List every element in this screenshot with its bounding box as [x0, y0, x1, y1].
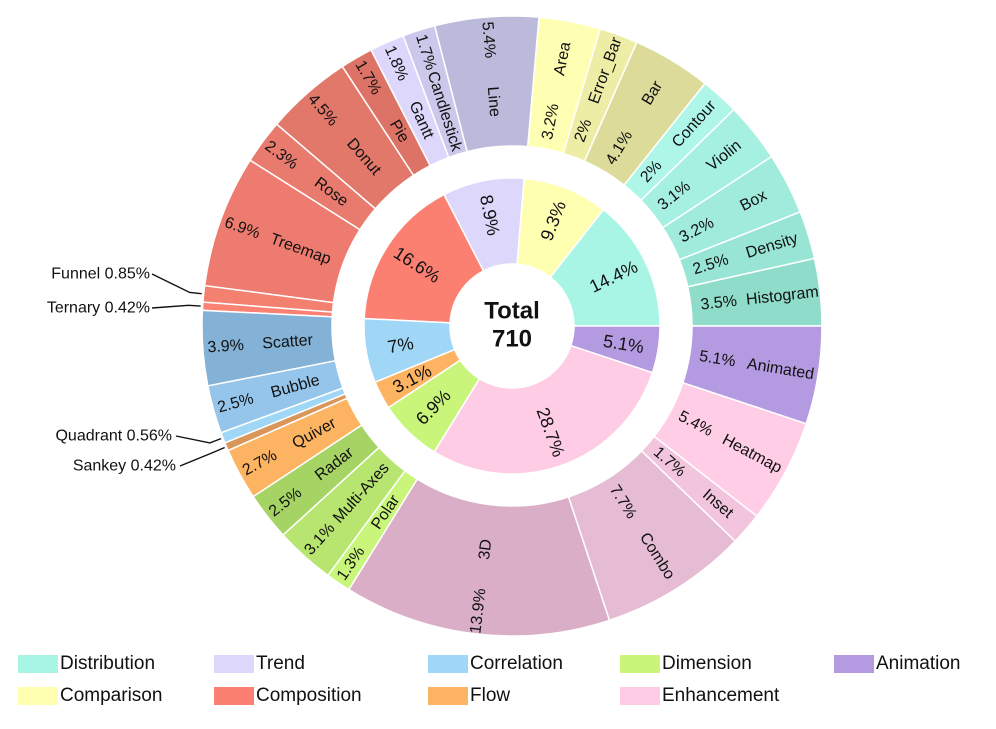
outer-value-histogram: 3.5%	[700, 293, 738, 314]
inner-wedge-distribution	[549, 208, 661, 327]
legend-item-flow: Flow	[428, 684, 510, 708]
legend-swatch	[620, 655, 660, 673]
legend-label: Dimension	[662, 653, 752, 674]
legend-label: Animation	[876, 653, 961, 674]
legend-label: Distribution	[60, 653, 156, 674]
legend-swatch	[214, 655, 254, 673]
external-label-ternary: Ternary 0.42%	[47, 300, 150, 317]
outer-value-3d: 13.9%	[467, 588, 489, 635]
legend-item-animation: Animation	[834, 652, 961, 676]
outer-value-area: 3.2%	[539, 102, 563, 141]
legend-swatch	[620, 687, 660, 705]
leader-line-quadrant	[175, 435, 222, 444]
legend-item-dimension: Dimension	[620, 652, 752, 676]
external-label-funnel: Funnel 0.85%	[51, 266, 150, 283]
inner-wedge-composition	[363, 193, 485, 324]
legend-label: Correlation	[470, 653, 563, 674]
legend-swatch	[428, 655, 468, 673]
legend-item-trend: Trend	[214, 652, 305, 676]
center-total-value: 710	[492, 326, 532, 353]
outer-name-scatter: Scatter	[262, 332, 314, 353]
legend-item-distribution: Distribution	[18, 652, 155, 676]
center-total-label: Total	[484, 298, 540, 325]
legend: Distribution Trend Correlation Dimension Ani…	[18, 652, 988, 718]
legend-label: Composition	[256, 685, 362, 706]
legend-item-enhancement: Enhancement	[620, 684, 779, 708]
legend-label: Comparison	[60, 685, 163, 706]
leader-line-ternary	[151, 304, 201, 309]
leader-line-sankey	[179, 446, 225, 467]
inner-wedge-animation	[569, 325, 661, 374]
outer-value-line: 5.4%	[478, 21, 498, 59]
legend-swatch	[428, 687, 468, 705]
external-label-quadrant: Quadrant 0.56%	[55, 428, 172, 445]
legend-swatch	[834, 655, 874, 673]
outer-value-error-bar: 2%	[572, 117, 596, 145]
outer-name-area: Area	[551, 40, 574, 76]
legend-label: Enhancement	[662, 685, 780, 706]
inner-wedge-enhancement	[433, 344, 654, 475]
legend-swatch	[18, 655, 58, 673]
outer-name-3d: 3D	[476, 538, 495, 560]
legend-swatch	[18, 687, 58, 705]
outer-wedge-animated	[681, 325, 823, 425]
chart-svg: 14.4%9.3%8.9%16.6%7%3.1%6.9%28.7%5.1%3.5…	[47, 15, 823, 637]
legend-label: Trend	[256, 653, 305, 674]
outer-name-line: Line	[484, 86, 503, 118]
legend-label: Flow	[470, 685, 511, 706]
external-label-sankey: Sankey 0.42%	[73, 458, 176, 475]
outer-value-scatter: 3.9%	[207, 337, 245, 357]
outer-value-animated: 5.1%	[698, 348, 737, 371]
legend-swatch	[214, 687, 254, 705]
legend-item-comparison: Comparison	[18, 684, 162, 708]
legend-item-composition: Composition	[214, 684, 362, 708]
leader-line-funnel	[151, 273, 202, 295]
inner-label-correlation: 7%	[386, 333, 415, 357]
legend-item-correlation: Correlation	[428, 652, 563, 676]
